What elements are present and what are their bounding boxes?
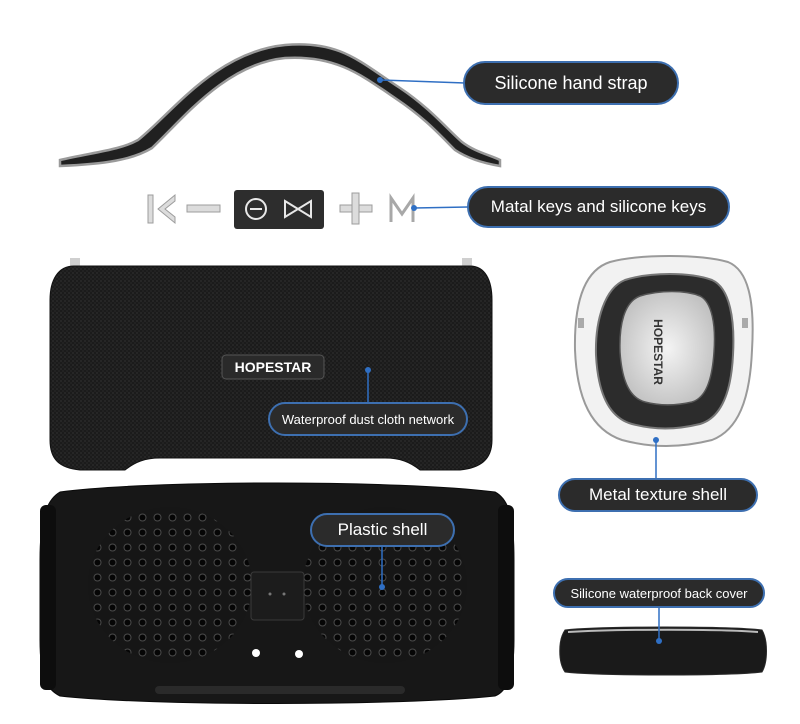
back-cover-callout: Silicone waterproof back cover xyxy=(553,578,765,608)
strap-leader-line xyxy=(379,79,466,84)
end-cap: HOPESTAR xyxy=(573,255,754,447)
mode-key-icon xyxy=(389,193,415,222)
hand-strap xyxy=(58,43,502,168)
hand-strap-callout: Silicone hand strap xyxy=(463,61,679,105)
back-cover xyxy=(559,626,767,676)
keys-leader-line xyxy=(413,206,469,209)
side-logo: HOPESTAR xyxy=(651,319,665,385)
plastic-shell-callout: Plastic shell xyxy=(310,513,455,547)
speaker-front: HOPESTAR xyxy=(49,258,493,471)
volume-down-key-icon xyxy=(186,204,221,213)
metal-shell-callout: Metal texture shell xyxy=(558,478,758,512)
volume-up-key-icon xyxy=(339,192,373,225)
cloth-callout: Waterproof dust cloth network xyxy=(268,402,468,436)
play-pause-key-icon xyxy=(245,198,267,220)
previous-key-icon xyxy=(147,193,176,225)
bluetooth-key-icon xyxy=(284,199,312,219)
keys-row xyxy=(147,190,415,229)
keys-callout: Matal keys and silicone keys xyxy=(467,186,730,228)
front-logo: HOPESTAR xyxy=(235,359,312,375)
